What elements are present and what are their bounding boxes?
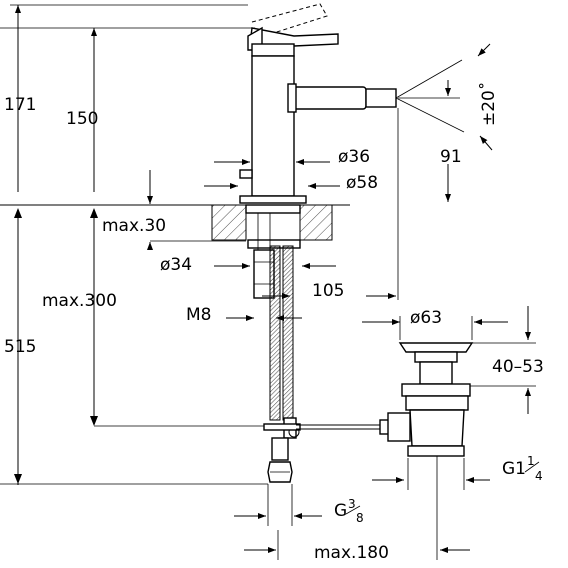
- faucet-base: [239, 195, 307, 204]
- label-dia36: ø36: [338, 147, 370, 167]
- hose-connector: [271, 437, 289, 461]
- flex-hose-left: [269, 245, 281, 421]
- waste-body: [409, 409, 465, 447]
- label-dia34: ø34: [160, 255, 192, 275]
- waste-pipe-top: [419, 361, 453, 385]
- faucet-lever: [249, 27, 339, 47]
- faucet-spout: [293, 86, 367, 110]
- spout-collar: [287, 83, 297, 113]
- waste-nut: [401, 383, 471, 397]
- svg-text:3: 3: [348, 497, 356, 511]
- waste-body-upper: [405, 395, 469, 411]
- label-dia58: ø58: [346, 173, 378, 193]
- label-171: 171: [4, 95, 36, 115]
- label-max180: max.180: [314, 543, 389, 563]
- linkage-bar: [263, 423, 301, 431]
- faucet-body: [251, 55, 295, 197]
- popup-rod: [296, 419, 393, 435]
- label-40-53: 40–53: [492, 357, 544, 377]
- counter-right: [299, 204, 333, 241]
- label-91: 91: [440, 147, 462, 167]
- label-515: 515: [4, 337, 36, 357]
- waste-flange: [398, 342, 474, 353]
- svg-text:G1: G1: [502, 459, 526, 479]
- fixing-plate: [245, 204, 301, 214]
- svg-text:G: G: [334, 501, 347, 521]
- label-m8: M8: [186, 305, 211, 325]
- label-g3-8: G 3 8: [334, 497, 364, 525]
- lever-alt-position: [251, 3, 328, 39]
- dimension-labels: 171 150 515 max.300 max.30 ø36 ø58 ø34 9…: [4, 82, 544, 563]
- popup-knob: [239, 169, 253, 179]
- label-angle: ±20˚: [478, 82, 499, 126]
- waste-side-port: [387, 412, 411, 442]
- label-max300: max.300: [42, 291, 117, 311]
- waste-tail: [407, 445, 465, 457]
- label-dia63: ø63: [410, 308, 442, 328]
- svg-text:4: 4: [535, 469, 543, 483]
- flange-neck: [414, 351, 458, 363]
- svg-text:8: 8: [356, 511, 364, 525]
- label-max30: max.30: [102, 216, 166, 236]
- label-105: 105: [312, 281, 344, 301]
- label-g1-1-4: G1 1 4: [502, 454, 543, 483]
- svg-text:1: 1: [527, 454, 535, 468]
- label-150: 150: [66, 109, 98, 129]
- counter-left: [211, 204, 247, 241]
- waste-fitting: [387, 342, 474, 457]
- under-counter: [245, 204, 301, 483]
- cartridge-cap: [251, 43, 295, 57]
- flex-hose-right: [282, 245, 294, 421]
- faucet: [239, 3, 397, 204]
- dimension-lines: [0, 4, 536, 560]
- spout-aerator: [365, 88, 397, 108]
